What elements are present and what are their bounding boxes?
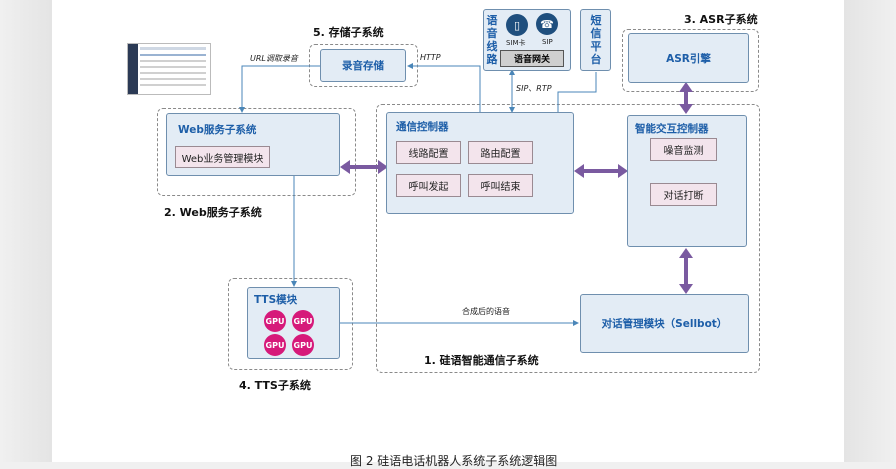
sms-platform-box — [580, 9, 611, 71]
web-subsystem-label: 2. Web服务子系统 — [164, 206, 262, 219]
sip-rtp-label: SIP、RTP — [516, 84, 552, 93]
gpu-icon: GPU — [292, 334, 314, 356]
sip-label: SIP — [542, 38, 553, 46]
http-label: HTTP — [420, 53, 441, 62]
main-subsystem-label: 1. 硅语智能通信子系统 — [424, 354, 539, 367]
sim-card-icon: ▯ — [506, 14, 528, 36]
page-shadow-right — [844, 0, 896, 462]
sms-vertical-label: 短信平台 — [590, 14, 602, 66]
sip-phone-icon: ☎ — [536, 13, 558, 35]
asr-interaction-double-arrow — [679, 82, 693, 114]
web-subsystem-frame — [157, 108, 356, 196]
interaction-controller-box — [627, 115, 747, 247]
tts-subsystem-frame — [228, 278, 353, 370]
dialog-management-box: 对话管理模块（Sellbot） — [580, 294, 749, 353]
storage-subsystem-title: 5. 存储子系统 — [313, 26, 384, 39]
dialog-management-label: 对话管理模块（Sellbot） — [601, 318, 728, 330]
web-screenshot-thumbnail — [127, 43, 211, 95]
comm-interaction-double-arrow — [574, 164, 628, 178]
interaction-controller-title: 智能交互控制器 — [635, 123, 709, 135]
figure-caption: 图 2 硅语电话机器人系统子系统逻辑图 — [350, 454, 558, 468]
tts-subsystem-label: 4. TTS子系统 — [239, 379, 311, 392]
web-management-module: Web业务管理模块 — [175, 146, 270, 168]
main-subsystem-frame — [376, 104, 760, 373]
voice-line-vertical-label: 语音线路 — [486, 14, 498, 66]
noise-detection-item: 噪音监测 — [650, 138, 717, 161]
recording-storage-box: 录音存储 — [320, 49, 406, 82]
call-end-button: 呼叫结束 — [468, 174, 533, 197]
asr-subsystem-title: 3. ASR子系统 — [684, 13, 758, 26]
recording-storage-label: 录音存储 — [342, 60, 384, 72]
tts-module-title: TTS模块 — [254, 294, 298, 306]
gpu-icon: GPU — [292, 310, 314, 332]
synthesized-speech-label: 合成后的语音 — [462, 307, 510, 316]
web-comm-double-arrow — [340, 160, 388, 174]
web-service-title: Web服务子系统 — [178, 124, 257, 136]
comm-controller-title: 通信控制器 — [396, 121, 449, 133]
call-start-button: 呼叫发起 — [396, 174, 461, 197]
url-label: URL调取录音 — [250, 54, 298, 63]
sim-label: SIM卡 — [506, 39, 526, 47]
asr-engine-label: ASR引擎 — [666, 52, 711, 65]
route-config-button: 路由配置 — [468, 141, 533, 164]
page-shadow-left — [0, 0, 52, 462]
gpu-icon: GPU — [264, 310, 286, 332]
dialog-interrupt-item: 对话打断 — [650, 183, 717, 206]
asr-engine-box: ASR引擎 — [628, 33, 749, 83]
gpu-icon: GPU — [264, 334, 286, 356]
line-config-button: 线路配置 — [396, 141, 461, 164]
interaction-dialog-double-arrow — [679, 248, 693, 294]
voice-gateway-bar: 语音网关 — [500, 50, 564, 67]
